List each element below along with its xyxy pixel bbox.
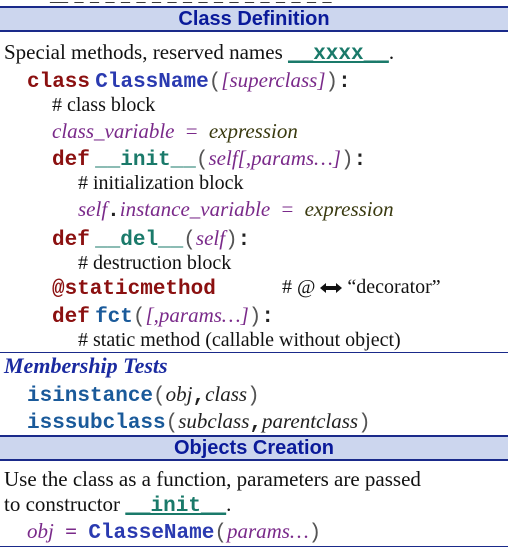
- class-variable-eq: =: [185, 119, 198, 143]
- fct-lparen: (: [132, 306, 146, 329]
- obj-class-name: ClasseName: [88, 522, 215, 545]
- issubclass-line: isssubclass(subclass,parentclass): [27, 409, 371, 436]
- cut-off-previous-text: — ‒ ‒ ‒ ‒ ‒ ‒ ‒ ‒ ‒ ‒ ‒ ‒ ‒ ‒ ‒ ‒ ‒: [0, 0, 508, 6]
- issubclass-lparen: (: [165, 412, 179, 435]
- issubclass-arg1: subclass: [178, 409, 250, 433]
- objects-creation-title: Objects Creation: [173, 437, 335, 459]
- fct-rparen: ): [248, 306, 262, 329]
- decorator-comment-suffix: “decorator”: [347, 276, 441, 298]
- double-arrow-icon: [320, 283, 343, 294]
- del-name: __del__: [95, 229, 184, 252]
- fct-def-keyword: def: [52, 306, 90, 329]
- isinstance-fn: isinstance: [27, 385, 154, 408]
- objects-creation-header: Objects Creation: [0, 435, 508, 461]
- instance-variable-eq: =: [281, 197, 294, 221]
- instance-variable-line: self.instance_variable = expression: [78, 197, 394, 224]
- issubclass-fn: isssubclass: [27, 412, 166, 435]
- class-definition-title: Class Definition: [178, 8, 330, 30]
- issubclass-comma: ,: [249, 412, 263, 435]
- membership-tests-title: Membership Tests: [4, 353, 168, 378]
- del-def-keyword: def: [52, 229, 90, 252]
- superclass-arg: [superclass]: [221, 68, 326, 92]
- decorator-comment-prefix: # @: [282, 276, 316, 298]
- isinstance-arg2: class: [205, 382, 248, 406]
- class-name: ClassName: [95, 71, 209, 94]
- del-rparen: ): [225, 229, 238, 252]
- class-colon: :: [338, 71, 351, 94]
- isinstance-arg1: obj: [165, 382, 193, 406]
- intro-end: .: [388, 40, 395, 64]
- creation-init-dunder: __init__: [125, 495, 227, 518]
- obj-eq: =: [65, 519, 78, 543]
- class-variable-name: class_variable: [52, 119, 175, 143]
- isinstance-comma: ,: [192, 385, 206, 408]
- init-line: def __init__(self[,params…]):: [52, 146, 366, 173]
- intro-line: Special methods, reserved names __xxxx__…: [4, 40, 394, 67]
- obj-lparen: (: [214, 522, 227, 545]
- init-name: __init__: [95, 149, 196, 172]
- del-lparen: (: [183, 229, 196, 252]
- init-rparen: ): [340, 149, 354, 172]
- del-args: self: [195, 226, 226, 250]
- membership-divider: [0, 352, 508, 353]
- comment-init-block: # initialization block: [78, 172, 244, 194]
- creation-text-end: .: [226, 492, 232, 516]
- comment-destruction-block: # destruction block: [78, 252, 232, 274]
- instance-variable-expr: expression: [304, 197, 394, 221]
- staticmethod-line: @staticmethod: [52, 275, 216, 302]
- class-keyword: class: [27, 71, 91, 94]
- comment-class-block: # class block: [52, 94, 156, 116]
- issubclass-arg2: parentclass: [262, 409, 359, 433]
- self-ref: self: [78, 197, 108, 221]
- class-declaration-line: class ClassName([superclass]):: [27, 68, 351, 95]
- init-def-keyword: def: [52, 149, 90, 172]
- creation-text-pre: to constructor: [4, 492, 126, 516]
- fct-line: def fct([,params…]):: [52, 303, 274, 330]
- issubclass-rparen: ): [358, 412, 371, 435]
- class-variable-line: class_variable = expression: [52, 119, 298, 143]
- decorator-comment: # @ “decorator”: [282, 275, 441, 299]
- init-args: self[,params…]: [208, 146, 341, 170]
- obj-args: params…: [226, 519, 309, 543]
- del-colon: :: [237, 229, 251, 252]
- creation-text-line-2: to constructor __init__.: [4, 492, 231, 519]
- obj-rparen: ): [308, 522, 322, 545]
- dunder-names: __xxxx__: [288, 43, 389, 66]
- instance-variable-name: instance_variable: [119, 197, 271, 221]
- class-variable-expr: expression: [208, 119, 298, 143]
- bottom-divider: [0, 546, 508, 547]
- isinstance-lparen: (: [153, 385, 166, 408]
- obj-var: obj: [27, 519, 54, 543]
- isinstance-rparen: ): [247, 385, 260, 408]
- init-colon: :: [353, 149, 367, 172]
- fct-args: [,params…]: [145, 303, 249, 327]
- isinstance-line: isinstance(obj,class): [27, 382, 260, 409]
- class-definition-header: Class Definition: [0, 6, 508, 32]
- del-line: def __del__(self):: [52, 226, 250, 253]
- class-rparen: ): [325, 71, 339, 94]
- class-lparen: (: [208, 71, 222, 94]
- creation-text-line-1: Use the class as a function, parameters …: [4, 467, 421, 491]
- fct-name: fct: [95, 306, 133, 329]
- attr-dot: .: [107, 200, 120, 223]
- fct-colon: :: [261, 306, 274, 329]
- intro-text: Special methods, reserved names: [4, 40, 288, 64]
- comment-static-method: # static method (callable without object…: [78, 329, 401, 351]
- init-lparen: (: [195, 149, 209, 172]
- staticmethod-decorator: @staticmethod: [52, 278, 216, 301]
- object-creation-line: obj = ClasseName(params…): [27, 519, 321, 546]
